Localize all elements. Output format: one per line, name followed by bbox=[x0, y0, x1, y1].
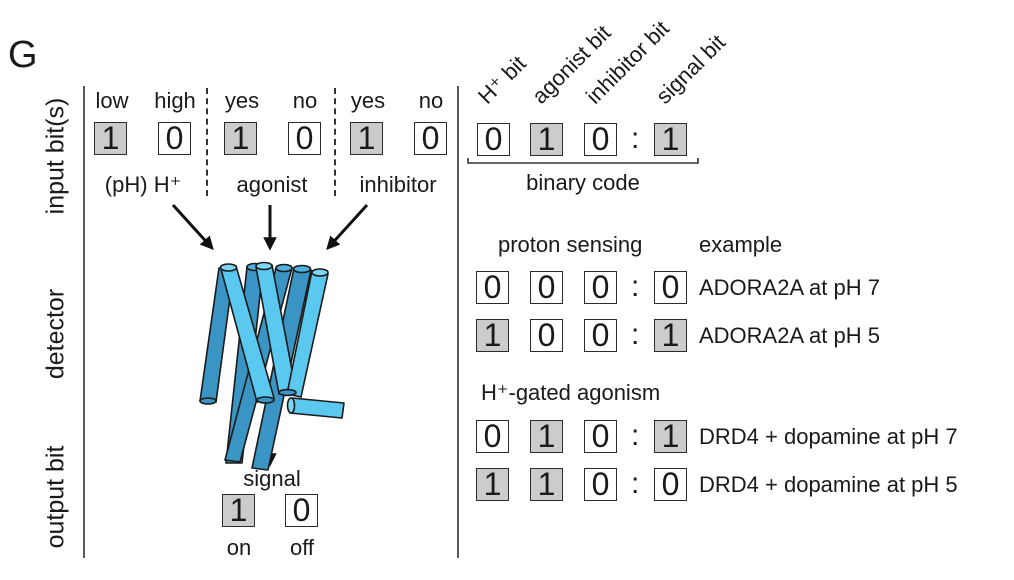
output-title: signal bbox=[243, 466, 301, 491]
binary-code-bracket bbox=[467, 158, 699, 164]
option-label: low bbox=[95, 88, 129, 113]
bit-box: 0 bbox=[288, 122, 321, 155]
bit-box: 0 bbox=[530, 319, 563, 352]
input-group-name: agonist bbox=[236, 172, 308, 197]
bit-box: 0 bbox=[584, 271, 617, 304]
input-group-name: inhibitor bbox=[359, 172, 437, 197]
option-label: no bbox=[292, 88, 318, 113]
bit-box: 1 bbox=[224, 122, 257, 155]
helix-light bbox=[219, 263, 275, 403]
bit-box: 0 bbox=[158, 122, 191, 155]
bit-box: 0 bbox=[654, 271, 687, 304]
left-divider bbox=[83, 86, 85, 558]
code-caption: binary code bbox=[526, 170, 640, 195]
bit-box: 0 bbox=[476, 271, 509, 304]
bit-box: 1 bbox=[530, 420, 563, 453]
dashed-divider-2 bbox=[334, 88, 336, 196]
example-label: ADORA2A at pH 7 bbox=[699, 275, 880, 300]
code-separator: : bbox=[631, 270, 640, 303]
gpcr-helix-bundle-icon bbox=[199, 261, 345, 471]
helix-h8 bbox=[286, 397, 345, 419]
option-label: high bbox=[154, 88, 196, 113]
example-label: DRD4 + dopamine at pH 5 bbox=[699, 472, 958, 497]
arrow-ph-to-detector bbox=[171, 203, 214, 250]
helix-cap bbox=[256, 396, 275, 404]
bit-box: 0 bbox=[476, 420, 509, 453]
option-label: no bbox=[418, 88, 444, 113]
example-column-header: example bbox=[699, 232, 783, 257]
bit-box: 1 bbox=[530, 123, 563, 156]
example-label: DRD4 + dopamine at pH 7 bbox=[699, 424, 958, 449]
section-title: H⁺-gated agonism bbox=[481, 380, 661, 405]
bit-box: 1 bbox=[654, 420, 687, 453]
bit-box: 0 bbox=[477, 123, 510, 156]
bit-box: 1 bbox=[222, 494, 255, 527]
code-separator: : bbox=[631, 467, 640, 500]
input-group-name: (pH) H⁺ bbox=[104, 172, 182, 197]
bit-box: 0 bbox=[584, 420, 617, 453]
section-title: proton sensing bbox=[498, 232, 643, 257]
code-separator: : bbox=[631, 122, 640, 155]
bit-box: 0 bbox=[530, 271, 563, 304]
bit-box: 1 bbox=[530, 468, 563, 501]
helix-cap bbox=[278, 388, 297, 397]
arrow-inhibitor-to-detector bbox=[326, 203, 369, 250]
option-label: yes bbox=[224, 88, 260, 113]
helix-cap bbox=[199, 397, 217, 405]
bit-box: 1 bbox=[94, 122, 127, 155]
example-label: ADORA2A at pH 5 bbox=[699, 323, 880, 348]
bit-box: 0 bbox=[285, 494, 318, 527]
output-option-label: on bbox=[226, 535, 252, 560]
bit-box: 0 bbox=[654, 468, 687, 501]
bit-box: 1 bbox=[350, 122, 383, 155]
bit-box: 0 bbox=[584, 123, 617, 156]
output-option-label: off bbox=[289, 535, 315, 560]
panel-letter: G bbox=[8, 34, 38, 76]
center-divider bbox=[457, 86, 459, 558]
bit-box: 1 bbox=[654, 319, 687, 352]
bit-box: 0 bbox=[584, 319, 617, 352]
dashed-divider-1 bbox=[206, 88, 208, 196]
code-separator: : bbox=[631, 419, 640, 452]
bit-box: 0 bbox=[584, 468, 617, 501]
option-label: yes bbox=[350, 88, 386, 113]
bit-box: 1 bbox=[476, 319, 509, 352]
bit-box: 0 bbox=[414, 122, 447, 155]
bit-box: 1 bbox=[476, 468, 509, 501]
code-separator: : bbox=[631, 318, 640, 351]
helix-light bbox=[286, 268, 329, 398]
bit-box: 1 bbox=[654, 123, 687, 156]
